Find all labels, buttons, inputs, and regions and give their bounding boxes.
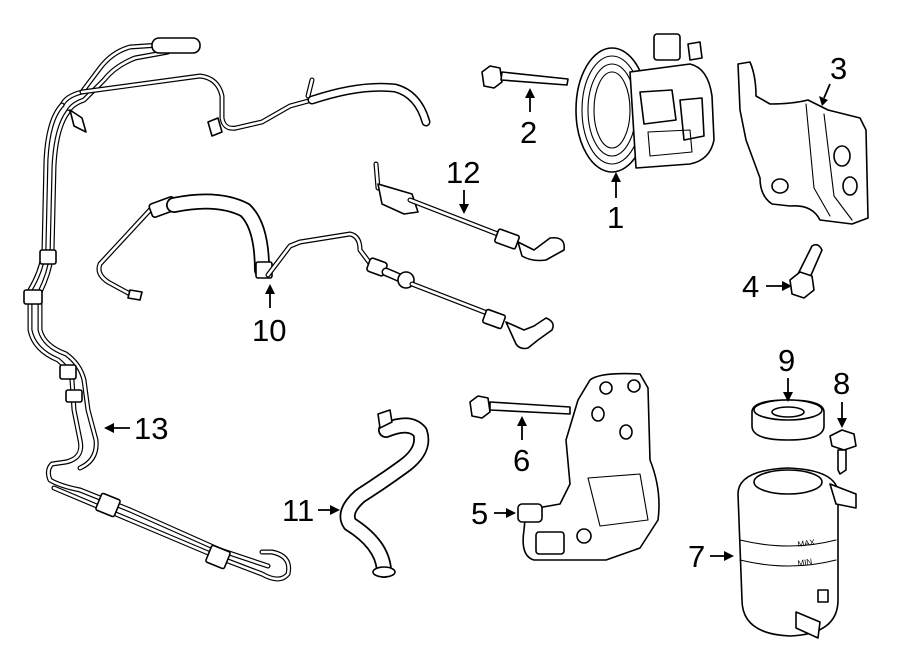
callout-5: 5 [471,496,488,531]
hose-assembly-13 [23,37,431,582]
callout-8: 8 [833,366,850,401]
bolt-6 [469,395,571,419]
callout-1: 1 [607,200,624,235]
callout-7: 7 [688,539,705,574]
pump-bracket-5 [517,372,660,561]
power-steering-pump-1 [575,33,715,173]
callout-6: 6 [513,443,530,478]
hose-assembly-12 [373,161,566,262]
callout-labels: 1 2 3 4 5 6 7 8 9 10 11 12 13 [134,51,850,574]
bolt-2 [481,65,569,89]
reservoir-max-label: MAX [797,538,816,549]
hose-11 [339,409,430,578]
reservoir-7: MAX MIN [737,467,857,639]
reservoir-min-label: MIN [797,557,813,568]
callout-11: 11 [282,493,314,528]
bolt-4 [789,243,823,299]
leader-lines [104,83,847,561]
reservoir-cap-9 [751,399,825,441]
bracket-3 [737,61,869,225]
callout-10: 10 [252,313,286,348]
callout-12: 12 [446,155,480,190]
hose-assembly-10 [96,193,554,350]
callout-2: 2 [520,115,537,150]
callout-3: 3 [830,51,847,86]
callout-9: 9 [778,343,795,378]
bolt-8 [829,429,857,475]
callout-4: 4 [742,269,759,304]
callout-13: 13 [134,411,168,446]
